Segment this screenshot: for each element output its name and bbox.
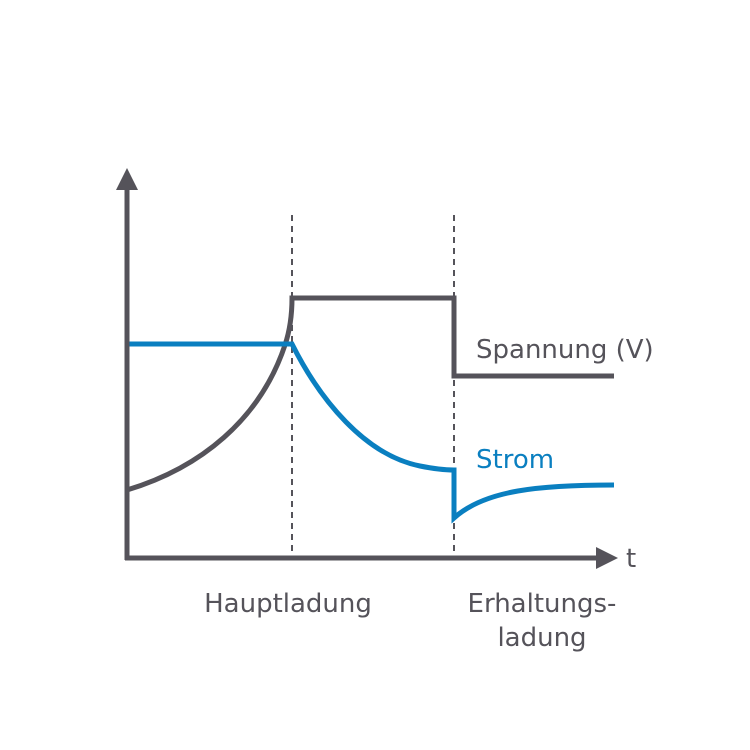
voltage-curve	[126, 295, 614, 493]
x-axis-label: t	[626, 544, 636, 574]
phase-label-float-line1: Erhaltungs-	[468, 589, 617, 619]
x-axis-arrow-icon	[596, 547, 618, 569]
current-label: Strom	[476, 445, 554, 475]
current-curve	[124, 341, 615, 558]
y-axis-arrow-icon	[116, 168, 138, 190]
phase-label-float-line2: ladung	[497, 623, 586, 653]
voltage-label: Spannung (V)	[476, 335, 654, 365]
phase-label-main: Hauptladung	[204, 589, 372, 619]
